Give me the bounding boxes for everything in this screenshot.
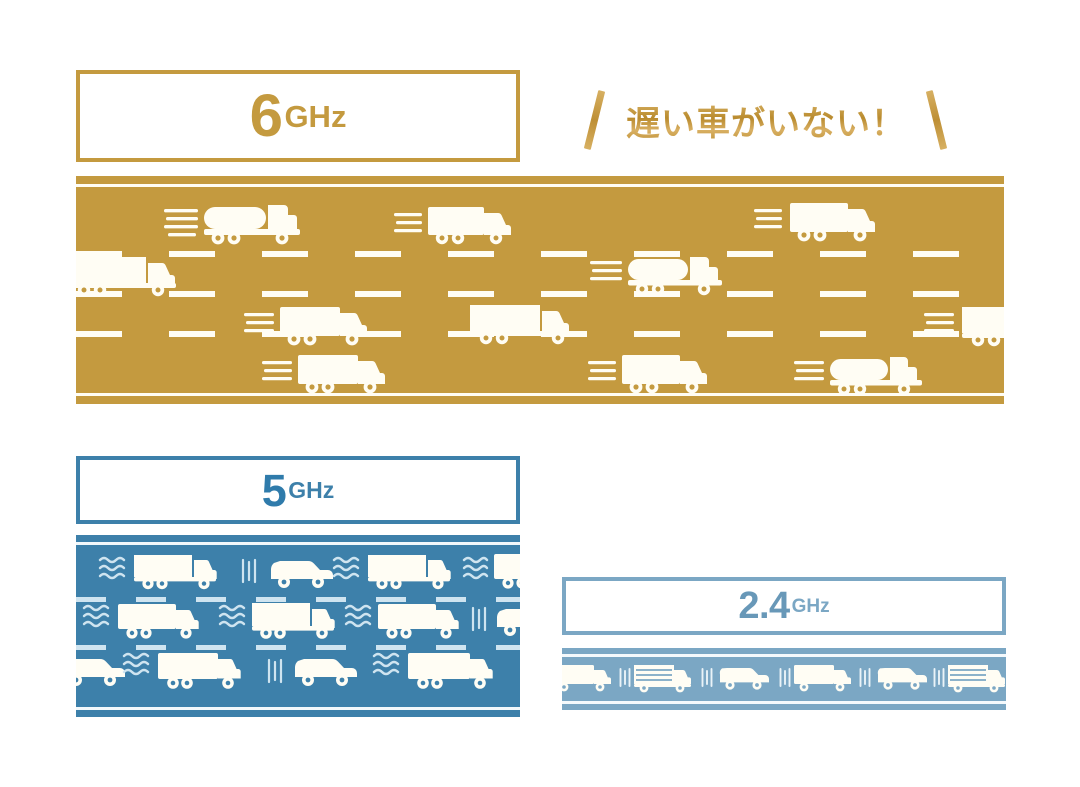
lane-divider — [76, 597, 520, 602]
wave-lines-icon — [218, 603, 248, 635]
vehicle-tanker — [590, 251, 724, 297]
road-edge-line-top — [562, 654, 1006, 657]
vehicle-dump — [924, 301, 1004, 349]
slash-left-icon — [580, 88, 610, 152]
road-shoulder-top — [76, 176, 1004, 184]
vehicle-tanker — [794, 351, 924, 393]
wave-lines-icon — [82, 603, 112, 635]
vehicle-car — [76, 655, 128, 689]
vehicle-dump — [368, 551, 464, 593]
road-shoulder-bottom — [76, 710, 520, 717]
vehicle-car — [716, 665, 772, 695]
road-24ghz — [562, 648, 1006, 710]
vehicle-dump — [948, 663, 1006, 699]
stop-lines-icon — [700, 667, 714, 691]
band-frequency-6ghz: 6 — [249, 82, 283, 149]
stop-lines-icon — [932, 667, 946, 691]
vehicle-van — [394, 203, 516, 249]
vehicle-car — [266, 557, 336, 591]
headline: 遅い車がいない！ — [556, 84, 976, 156]
vehicle-van — [494, 551, 520, 593]
vehicle-van — [754, 197, 882, 245]
vehicle-van — [262, 349, 392, 393]
band-unit-24ghz: GHz — [791, 595, 830, 617]
stop-lines-icon — [858, 667, 872, 691]
vehicle-dump — [134, 551, 230, 593]
vehicle-dump — [76, 253, 186, 299]
road-surface-24ghz — [562, 657, 1006, 701]
vehicle-van — [378, 601, 470, 643]
wave-lines-icon — [344, 603, 374, 635]
stop-lines-icon — [778, 667, 792, 691]
stop-lines-icon — [470, 605, 488, 635]
vehicle-van — [158, 649, 252, 693]
road-shoulder-bottom — [562, 704, 1006, 710]
band-frequency-5ghz: 5 — [261, 464, 287, 516]
band-unit-5ghz: GHz — [288, 476, 335, 503]
band-unit-6ghz: GHz — [284, 98, 347, 134]
road-edge-line-top — [76, 184, 1004, 187]
road-5ghz — [76, 535, 520, 717]
vehicle-van — [794, 663, 864, 699]
wave-lines-icon — [332, 555, 362, 587]
slash-right-icon — [922, 88, 952, 152]
road-shoulder-top — [562, 648, 1006, 654]
vehicle-dump — [634, 663, 706, 699]
road-edge-line-bottom — [76, 393, 1004, 396]
wave-lines-icon — [98, 555, 128, 587]
vehicle-van — [588, 349, 714, 393]
lane-divider — [76, 645, 520, 650]
road-6ghz — [76, 176, 1004, 404]
stop-lines-icon — [266, 657, 284, 687]
vehicle-van — [562, 663, 624, 699]
vehicle-car — [492, 605, 520, 639]
vehicle-van — [244, 301, 374, 349]
road-surface-6ghz — [76, 187, 1004, 393]
vehicle-van — [408, 649, 504, 693]
vehicle-dump — [468, 299, 584, 347]
headline-text: 遅い車がいない！ — [610, 96, 922, 145]
lane-divider — [76, 291, 1004, 297]
vehicle-tanker — [164, 199, 300, 245]
road-edge-line-bottom — [76, 707, 520, 710]
vehicle-van — [118, 601, 210, 643]
lane-divider — [76, 251, 1004, 257]
wave-lines-icon — [372, 651, 402, 683]
wave-lines-icon — [122, 651, 152, 683]
stop-lines-icon — [618, 667, 632, 691]
band-frequency-24ghz: 2.4 — [738, 585, 790, 627]
vehicle-car — [874, 665, 930, 695]
road-shoulder-bottom — [76, 396, 1004, 404]
vehicle-car — [290, 655, 360, 689]
road-surface-5ghz — [76, 545, 520, 707]
road-edge-line-top — [76, 542, 520, 545]
wave-lines-icon — [462, 555, 490, 587]
vehicle-dump — [252, 599, 348, 643]
road-shoulder-top — [76, 535, 520, 542]
road-edge-line-bottom — [562, 701, 1006, 704]
stop-lines-icon — [240, 557, 258, 587]
